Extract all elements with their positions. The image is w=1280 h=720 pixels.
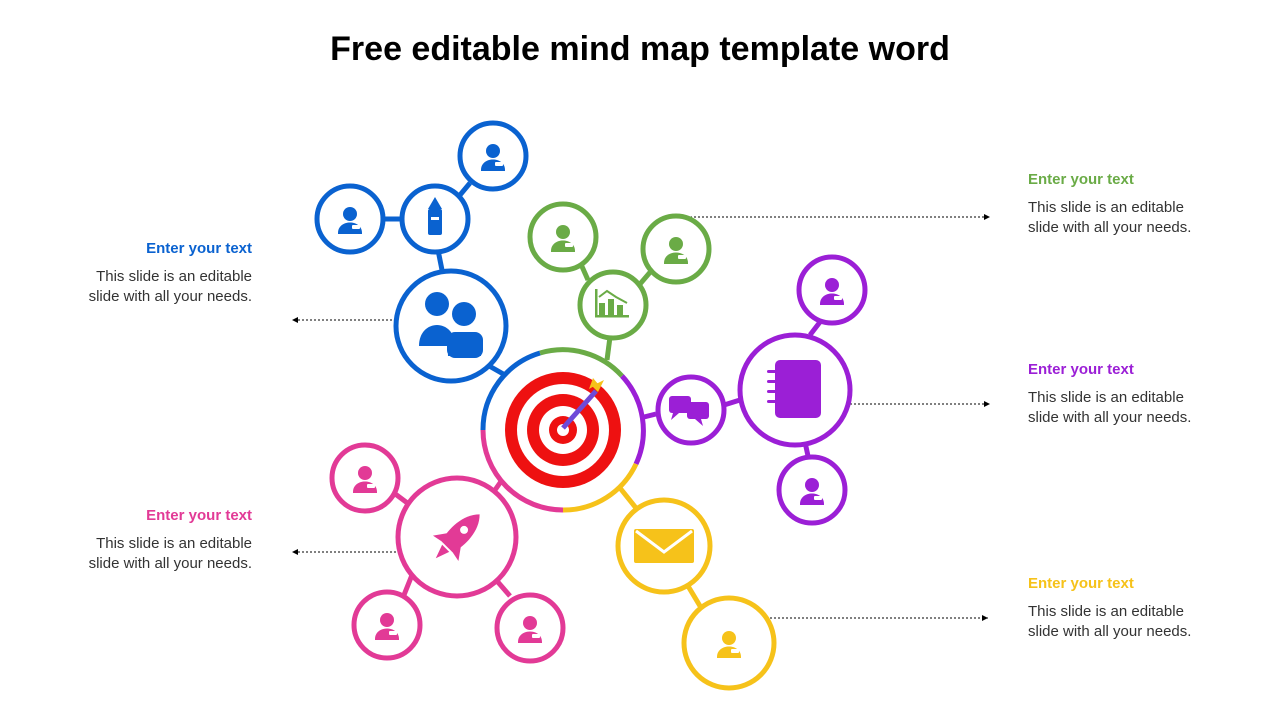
callout-body: This slide is an editable slide with all… xyxy=(0,534,252,574)
callout-body-line: slide with all your needs. xyxy=(1028,623,1192,640)
callout-body: This slide is an editable slide with all… xyxy=(1028,602,1280,642)
callout-body-line: This slide is an editable xyxy=(1028,199,1184,216)
callout-heading: Enter your text xyxy=(1028,575,1134,592)
callout-heading: Enter your text xyxy=(1028,171,1134,188)
callout-body-line: This slide is an editable xyxy=(1028,389,1184,406)
pencil-icon xyxy=(428,197,442,235)
callout-body: This slide is an editable slide with all… xyxy=(0,267,252,307)
callout-pink: Enter your text This slide is an editabl… xyxy=(0,507,252,574)
bar-chart-icon xyxy=(595,289,629,318)
callout-body-line: slide with all your needs. xyxy=(1028,409,1192,426)
center-node xyxy=(480,347,646,513)
blue-main-node xyxy=(393,268,509,384)
chat-bubbles-icon xyxy=(669,396,709,426)
callout-body-line: This slide is an editable xyxy=(96,268,252,285)
envelope-icon xyxy=(634,529,694,563)
users-icon xyxy=(419,292,483,358)
callout-green: Enter your text This slide is an editabl… xyxy=(1028,171,1280,238)
callout-heading: Enter your text xyxy=(1028,361,1134,378)
target-icon xyxy=(505,372,621,488)
callout-purple: Enter your text This slide is an editabl… xyxy=(1028,361,1280,428)
notebook-icon xyxy=(767,360,821,418)
callout-body-line: This slide is an editable xyxy=(96,535,252,552)
callout-blue: Enter your text This slide is an editabl… xyxy=(0,240,252,307)
callout-heading: Enter your text xyxy=(146,507,252,524)
callout-body: This slide is an editable slide with all… xyxy=(1028,388,1280,428)
callout-body: This slide is an editable slide with all… xyxy=(1028,198,1280,238)
branch-yellow xyxy=(615,486,777,691)
callout-body-line: slide with all your needs. xyxy=(1028,219,1192,236)
branch-green xyxy=(527,201,712,361)
callout-body-line: slide with all your needs. xyxy=(88,555,252,572)
callout-yellow: Enter your text This slide is an editabl… xyxy=(1028,575,1280,642)
callout-body-line: This slide is an editable xyxy=(1028,603,1184,620)
callout-body-line: slide with all your needs. xyxy=(88,288,252,305)
slide-title: Free editable mind map template word xyxy=(330,30,950,68)
callout-heading: Enter your text xyxy=(146,240,252,257)
leader-lines xyxy=(292,214,990,621)
